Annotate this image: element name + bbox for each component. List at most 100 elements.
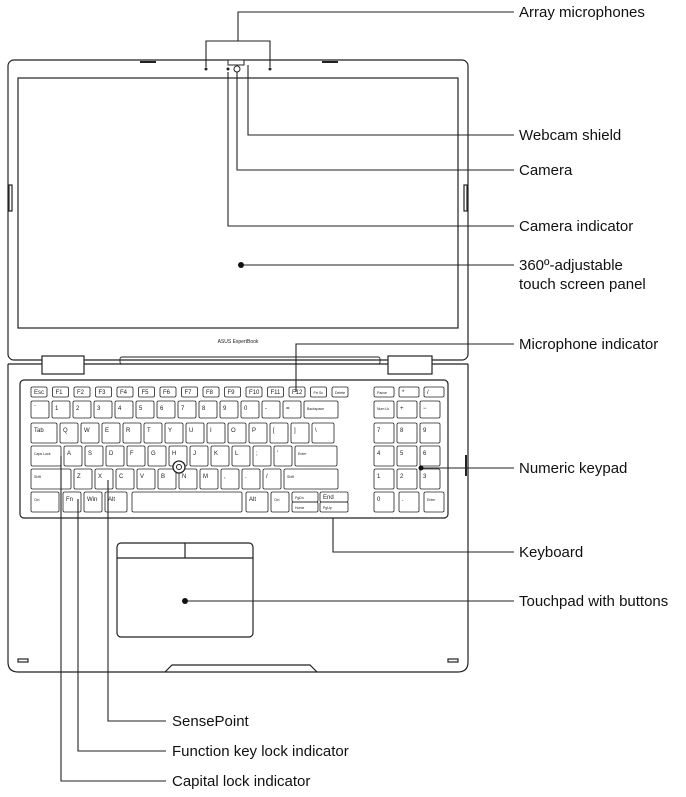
key-bottom-4	[131, 491, 243, 513]
key-label-num-4: 4	[118, 406, 122, 412]
key-label-num-8: 8	[202, 406, 206, 412]
callout-camera: Camera	[519, 162, 573, 179]
key-fn-11	[267, 386, 284, 398]
key-label-fn-11: F11	[271, 390, 282, 396]
key-label-num-15: +	[400, 406, 404, 412]
key-a-7	[189, 445, 209, 467]
key-a-12	[294, 445, 338, 467]
key-z-3	[115, 468, 135, 490]
key-q-10	[248, 422, 268, 444]
key-label-bottom-5: Alt	[249, 497, 256, 503]
key-a-14	[396, 445, 418, 467]
key-fn-12	[288, 386, 306, 398]
camera-module	[204, 59, 272, 73]
key-bottom-10	[319, 491, 349, 503]
key-z-12	[373, 468, 395, 490]
sensepoint-icon	[172, 460, 186, 474]
key-label-fn-17: /	[427, 390, 429, 396]
key-label-bottom-6: Ctrl	[274, 498, 280, 502]
key-label-num-16: −	[423, 406, 427, 412]
key-label-q-4: R	[126, 428, 131, 434]
key-num-3	[93, 400, 113, 419]
callout-caps-lock-indicator: Capital lock indicator	[172, 773, 311, 790]
key-label-bottom-1: Fn	[66, 497, 73, 503]
key-label-q-2: W	[84, 428, 90, 434]
key-label-fn-9: F9	[228, 390, 236, 396]
key-label-bottom-2: Win	[87, 497, 97, 503]
key-label-bottom-8: PgUp	[323, 506, 332, 510]
key-label-z-9: .	[245, 474, 247, 480]
key-num-8	[198, 400, 218, 419]
key-label-z-13: 2	[400, 474, 404, 480]
key-q-13	[311, 422, 335, 444]
key-label-a-14: 5	[400, 451, 404, 457]
key-label-fn-3: F3	[99, 390, 107, 396]
key-label-q-3: E	[105, 428, 109, 434]
key-fn-3	[95, 386, 112, 398]
key-q-2	[80, 422, 100, 444]
key-z-10	[262, 468, 282, 490]
key-label-q-0: Tab	[34, 428, 44, 434]
key-q-1	[59, 422, 79, 444]
callout-camera-indicator: Camera indicator	[519, 218, 634, 235]
key-label-fn-10: F10	[249, 390, 260, 396]
key-label-num-12: =	[286, 406, 290, 412]
key-label-bottom-12: .	[402, 497, 404, 503]
key-a-3	[105, 445, 125, 467]
key-bottom-6	[270, 491, 290, 513]
key-fn-4	[116, 386, 134, 398]
key-num-7	[177, 400, 197, 419]
key-z-0	[30, 468, 72, 490]
key-bottom-1	[62, 491, 82, 513]
key-label-num-2: 2	[76, 406, 80, 412]
key-label-q-5: T	[147, 428, 151, 434]
key-label-z-14: 3	[423, 474, 427, 480]
right-mic-dot	[268, 67, 272, 71]
key-q-15	[396, 422, 418, 444]
key-a-10	[252, 445, 272, 467]
key-a-1	[63, 445, 83, 467]
key-label-a-12: Enter	[298, 452, 307, 456]
key-label-a-13: 4	[377, 451, 381, 457]
key-fn-10	[245, 386, 263, 398]
key-label-fn-13: Prt Sc	[314, 391, 324, 395]
key-label-a-4: F	[130, 451, 134, 457]
key-a-5	[147, 445, 167, 467]
callout-numeric-keypad: Numeric keypad	[519, 460, 628, 477]
key-z-6	[178, 468, 198, 490]
key-label-fn-12: F12	[292, 390, 303, 396]
key-label-bottom-11: 0	[377, 497, 381, 503]
key-label-fn-6: F6	[163, 390, 171, 396]
key-a-15	[419, 445, 441, 467]
camera-lens-icon	[233, 65, 241, 73]
key-label-num-5: 5	[139, 406, 143, 412]
key-num-2	[72, 400, 92, 419]
key-num-5	[135, 400, 155, 419]
key-num-16	[419, 400, 441, 419]
key-z-1	[73, 468, 93, 490]
key-bottom-0	[30, 491, 60, 513]
key-q-0	[30, 422, 58, 444]
key-bottom-2	[83, 491, 103, 513]
key-label-q-1: Q	[63, 428, 68, 434]
key-label-a-8: K	[214, 451, 218, 457]
key-label-fn-16: *	[402, 390, 405, 396]
key-label-num-6: 6	[160, 406, 164, 412]
callout-array-microphones: Array microphones	[519, 4, 645, 21]
key-label-fn-15: Pause	[377, 391, 387, 395]
key-q-9	[227, 422, 247, 444]
key-label-q-9: O	[231, 428, 236, 434]
key-label-num-1: 1	[55, 406, 59, 412]
key-z-8	[220, 468, 240, 490]
key-z-5	[157, 468, 177, 490]
key-a-11	[273, 445, 293, 467]
key-q-11	[269, 422, 289, 444]
key-label-bottom-9: PgDn	[295, 496, 304, 500]
key-label-fn-1: F1	[56, 390, 64, 396]
key-label-a-3: D	[109, 451, 114, 457]
hinges	[41, 355, 433, 375]
key-label-fn-2: F2	[77, 390, 85, 396]
key-a-13	[373, 445, 395, 467]
key-num-12	[282, 400, 302, 419]
